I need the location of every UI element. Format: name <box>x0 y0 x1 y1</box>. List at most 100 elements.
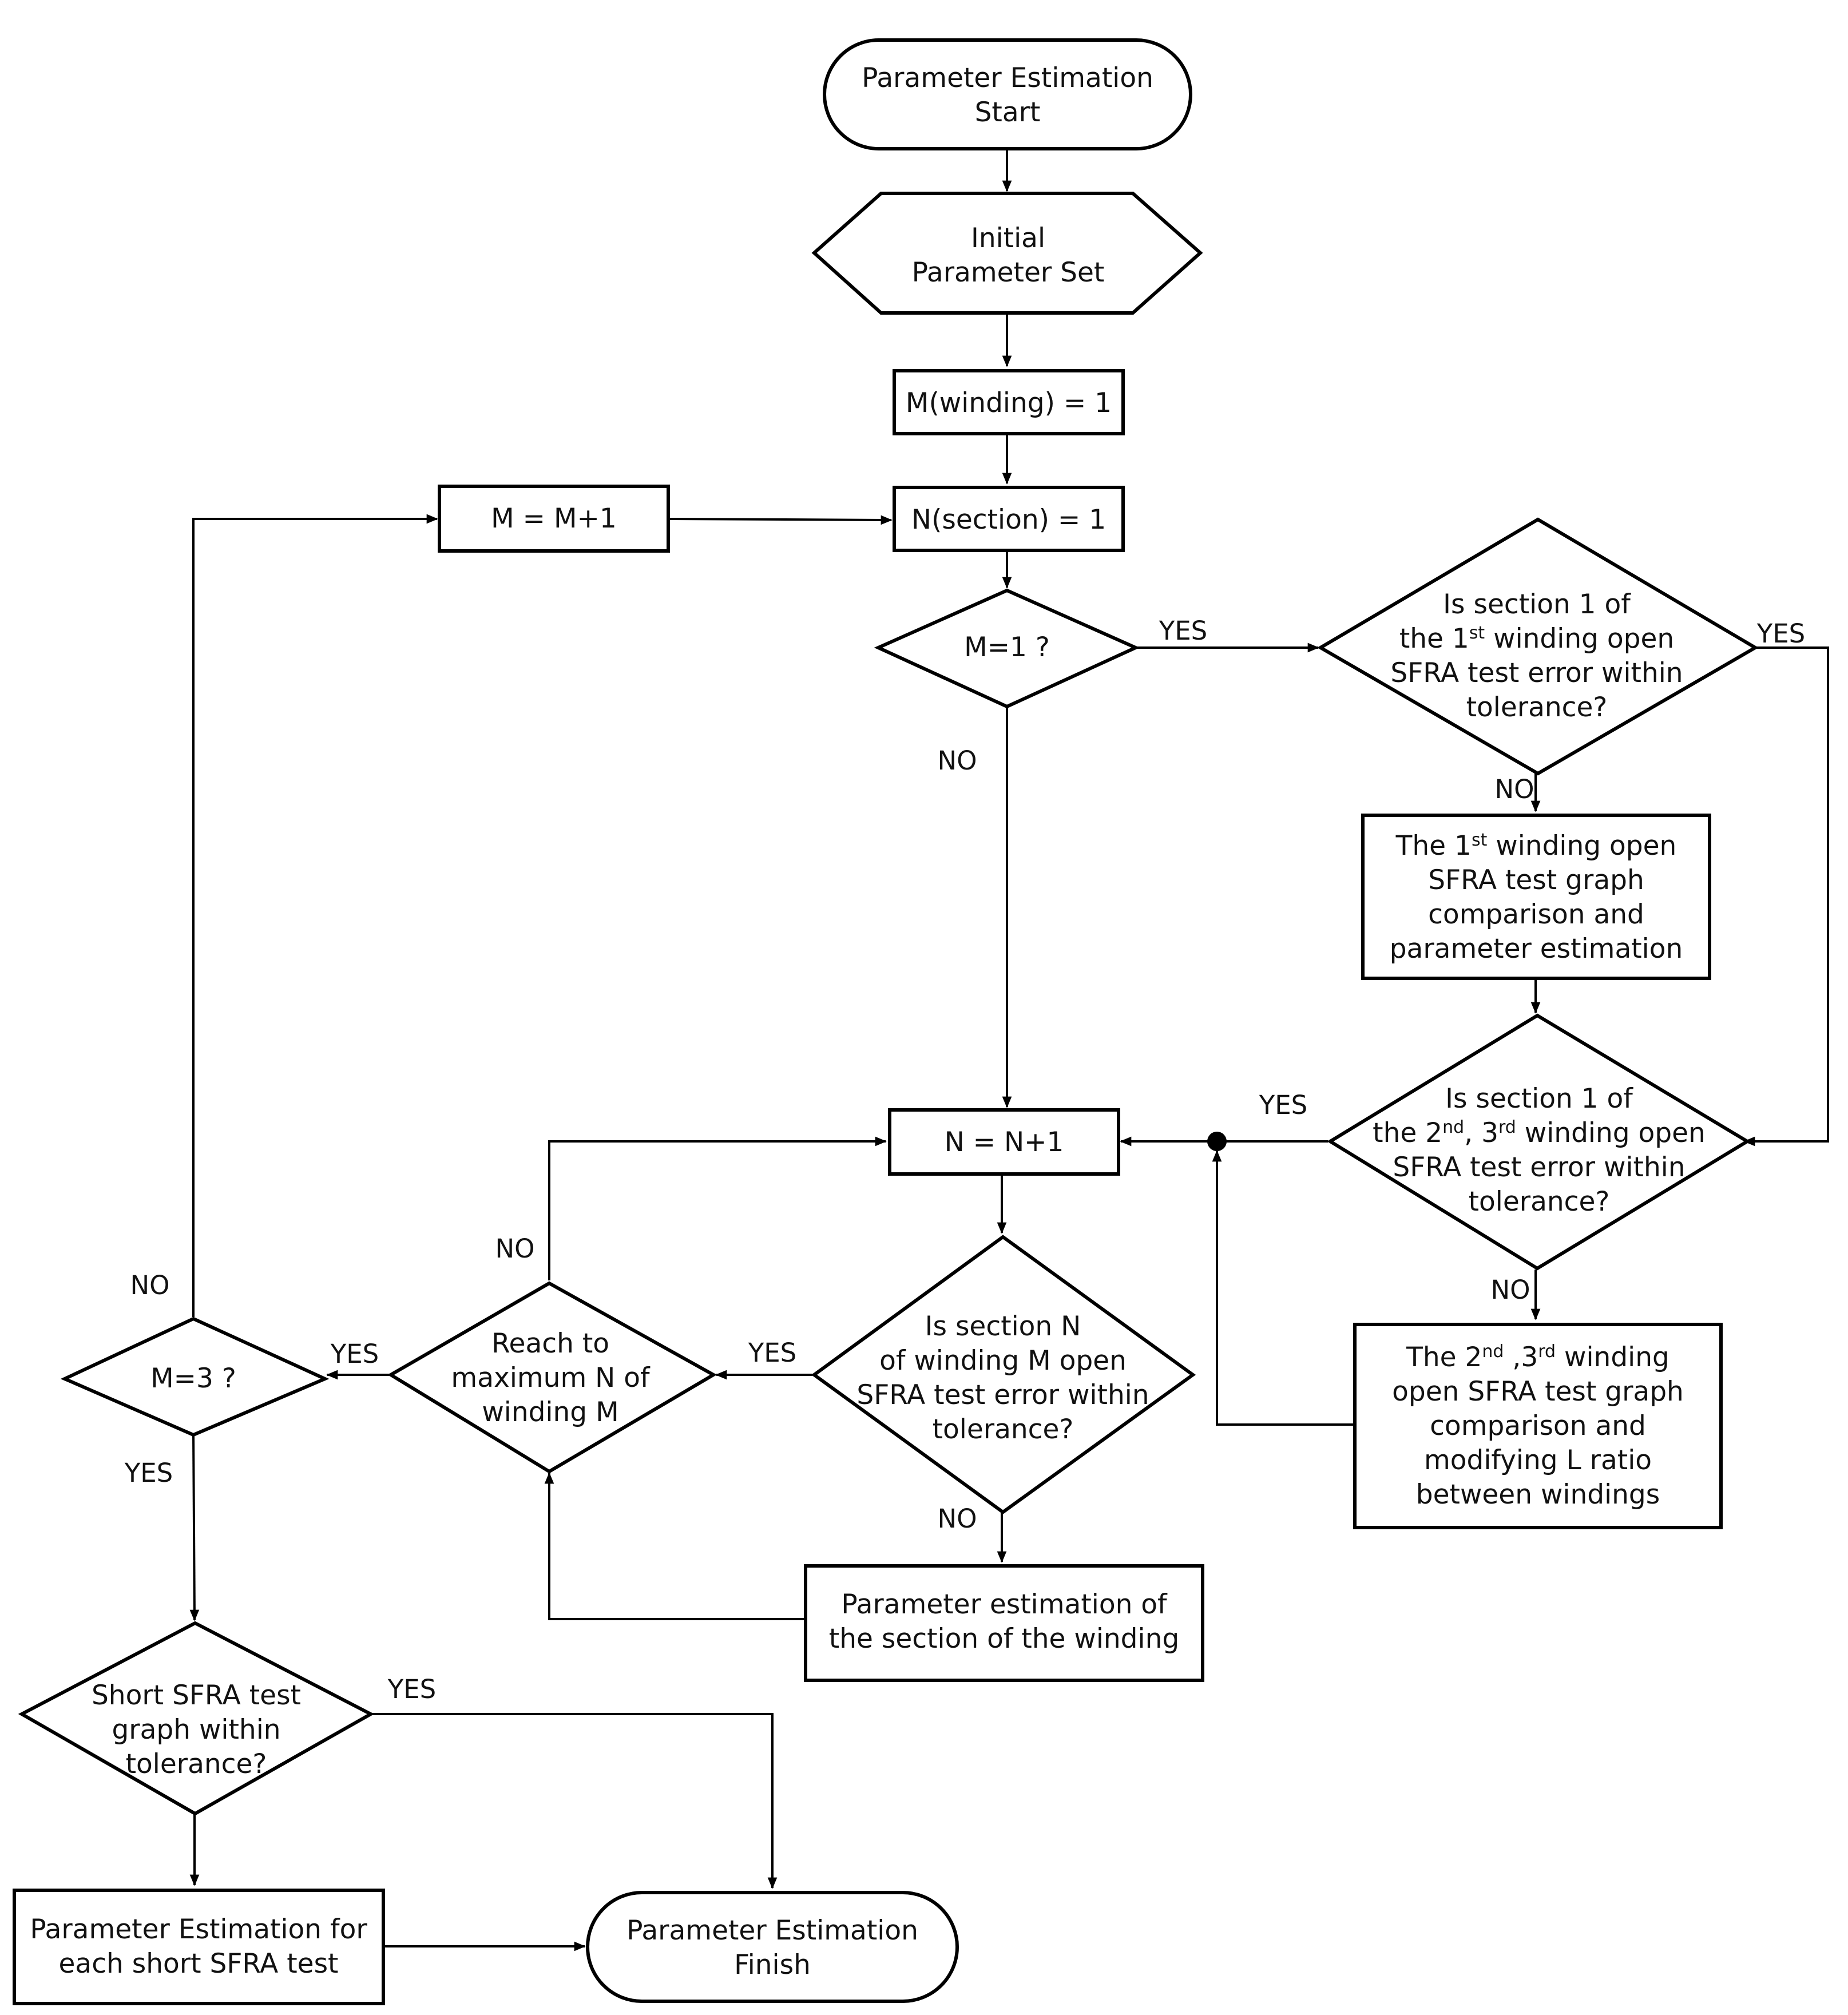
maximum-n-line-1: Reach to <box>491 1328 609 1359</box>
maximum-n-decision: Reach to maximum N of winding M <box>387 1281 717 1474</box>
short-test-line-1: Parameter Estimation for <box>30 1914 367 1945</box>
section-estimation-box: Parameter estimation of the section of t… <box>804 1564 1204 1682</box>
second-decision-line-3: SFRA test error within <box>1393 1152 1685 1183</box>
n-increment-box: N = N+1 <box>888 1108 1120 1176</box>
section-estimation-line-1: Parameter estimation of <box>841 1589 1168 1620</box>
maximum-n-line-3: winding M <box>482 1397 618 1428</box>
finish-text-line-2: Finish <box>734 1949 811 1981</box>
edge-maxN-no <box>548 1136 887 1280</box>
short-test-estimation-box: Parameter Estimation for each short SFRA… <box>13 1889 385 2005</box>
first-decision-line-2: the 1st winding open <box>1399 623 1674 655</box>
init-text-line-1: Initial <box>971 223 1045 254</box>
second-comparison-line-4: modifying L ratio <box>1424 1445 1652 1476</box>
first-estimation-line-1: The 1st winding open <box>1395 830 1677 862</box>
label-yes-second: YES <box>1259 1090 1308 1120</box>
short-sfra-line-3: tolerance? <box>126 1748 267 1780</box>
second-comparison-line-5: between windings <box>1416 1479 1660 1510</box>
second-third-comparison-shape <box>1353 1323 1723 1529</box>
first-winding-estimation-box: The 1st winding open SFRA test graph com… <box>1361 814 1711 980</box>
first-estimation-line-3: comparison and <box>1428 899 1644 930</box>
edge-p-section-return <box>544 1472 804 1620</box>
second-third-winding-comparison-box: The 2nd ,3rd winding open SFRA test grap… <box>1353 1323 1723 1529</box>
m-equals-3-decision: M=3 ? <box>60 1316 330 1437</box>
section-estimation-line-2: the section of the winding <box>829 1623 1179 1655</box>
m-winding-init-box: M(winding) = 1 <box>893 369 1125 435</box>
second-comparison-line-1: The 2nd ,3rd winding <box>1406 1342 1669 1373</box>
n-increment-text: N = N+1 <box>945 1127 1064 1158</box>
m-winding-init-shape <box>893 369 1125 435</box>
second-third-decision-shape <box>1327 1013 1751 1271</box>
label-yes-m1: YES <box>1159 616 1208 646</box>
edge-m3-yes <box>189 1433 200 1621</box>
section-n-line-4: tolerance? <box>933 1414 1074 1445</box>
first-winding-decision-shape <box>1317 517 1759 776</box>
label-no-first: NO <box>1494 774 1534 804</box>
first-decision-line-1: Is section 1 of <box>1443 589 1631 620</box>
first-decision-line-3: SFRA test error within <box>1390 657 1683 689</box>
label-yes-short: YES <box>387 1674 437 1704</box>
second-decision-line-4: tolerance? <box>1469 1186 1610 1217</box>
finish-text-line-1: Parameter Estimation <box>626 1915 918 1946</box>
maximum-n-line-2: maximum N of <box>451 1362 651 1394</box>
short-sfra-decision-shape <box>18 1621 375 1816</box>
finish-shape <box>586 1891 959 2003</box>
label-no-m3: NO <box>130 1270 169 1300</box>
section-n-line-3: SFRA test error within <box>856 1379 1149 1411</box>
label-no-maxn: NO <box>495 1233 534 1264</box>
label-no-section: NO <box>937 1504 977 1534</box>
connectors <box>189 150 1829 1951</box>
label-yes-m3: YES <box>124 1458 173 1488</box>
label-yes-first: YES <box>1756 618 1806 649</box>
label-no-m1: NO <box>937 745 977 776</box>
n-section-init-box: N(section) = 1 <box>893 486 1125 552</box>
short-sfra-line-1: Short SFRA test <box>92 1680 301 1711</box>
finish-terminator: Parameter Estimation Finish <box>586 1891 959 2003</box>
m-equals-3-text: M=3 ? <box>150 1363 236 1394</box>
first-winding-estimation-shape <box>1361 814 1711 980</box>
short-test-estimation-shape <box>13 1889 385 2005</box>
n-section-init-shape <box>893 486 1125 552</box>
start-terminator: Parameter Estimation Start <box>823 38 1192 150</box>
m-increment-shape <box>438 485 670 553</box>
second-decision-line-2: the 2nd, 3rd winding open <box>1373 1117 1706 1149</box>
second-decision-line-1: Is section 1 of <box>1445 1083 1633 1114</box>
second-third-winding-error-decision: Is section 1 of the 2nd, 3rd winding ope… <box>1327 1013 1751 1271</box>
maximum-n-decision-shape <box>387 1281 717 1474</box>
short-sfra-line-2: graph within <box>112 1714 280 1746</box>
m-equals-3-shape <box>60 1316 330 1437</box>
label-yes-section: YES <box>748 1338 797 1368</box>
n-section-init-text: N(section) = 1 <box>911 504 1106 536</box>
first-winding-error-decision: Is section 1 of the 1st winding open SFR… <box>1317 517 1759 776</box>
short-sfra-decision: Short SFRA test graph within tolerance? <box>18 1621 375 1816</box>
m-equals-1-decision: M=1 ? <box>874 588 1140 709</box>
m-winding-init-text: M(winding) = 1 <box>906 387 1112 419</box>
init-text-line-2: Parameter Set <box>912 257 1105 288</box>
m-equals-1-shape <box>874 588 1140 709</box>
edge-p-second-return <box>1212 1150 1353 1426</box>
initial-parameter-set-shape <box>811 192 1203 315</box>
edge-labels: YES NO YES NO YES NO YES NO NO YES NO YE… <box>124 616 1806 1704</box>
first-estimation-line-4: parameter estimation <box>1390 933 1683 965</box>
first-estimation-line-2: SFRA test graph <box>1428 864 1644 896</box>
first-decision-line-4: tolerance? <box>1466 692 1608 723</box>
section-n-error-decision: Is section N of winding M open SFRA test… <box>811 1235 1196 1514</box>
section-n-line-1: Is section N <box>925 1311 1081 1342</box>
initial-parameter-set: Initial Parameter Set <box>811 192 1203 315</box>
short-test-line-2: each short SFRA test <box>59 1948 339 1980</box>
section-estimation-shape <box>804 1564 1204 1682</box>
section-n-line-2: of winding M open <box>879 1345 1127 1377</box>
section-n-decision-shape <box>811 1235 1196 1514</box>
label-no-second: NO <box>1490 1275 1530 1305</box>
label-yes-maxn: YES <box>330 1339 379 1369</box>
edge-m3-no <box>192 514 438 1317</box>
junction-dot <box>1207 1132 1227 1151</box>
edge-short-yes <box>371 1713 778 1889</box>
edge-first-yes <box>1743 646 1829 1147</box>
start-text-line-1: Parameter Estimation <box>862 62 1153 94</box>
start-text-line-2: Start <box>975 97 1041 128</box>
m-increment-text: M = M+1 <box>491 503 617 534</box>
n-increment-shape <box>888 1108 1120 1176</box>
edge-m-inc-to-n-init <box>666 515 893 525</box>
